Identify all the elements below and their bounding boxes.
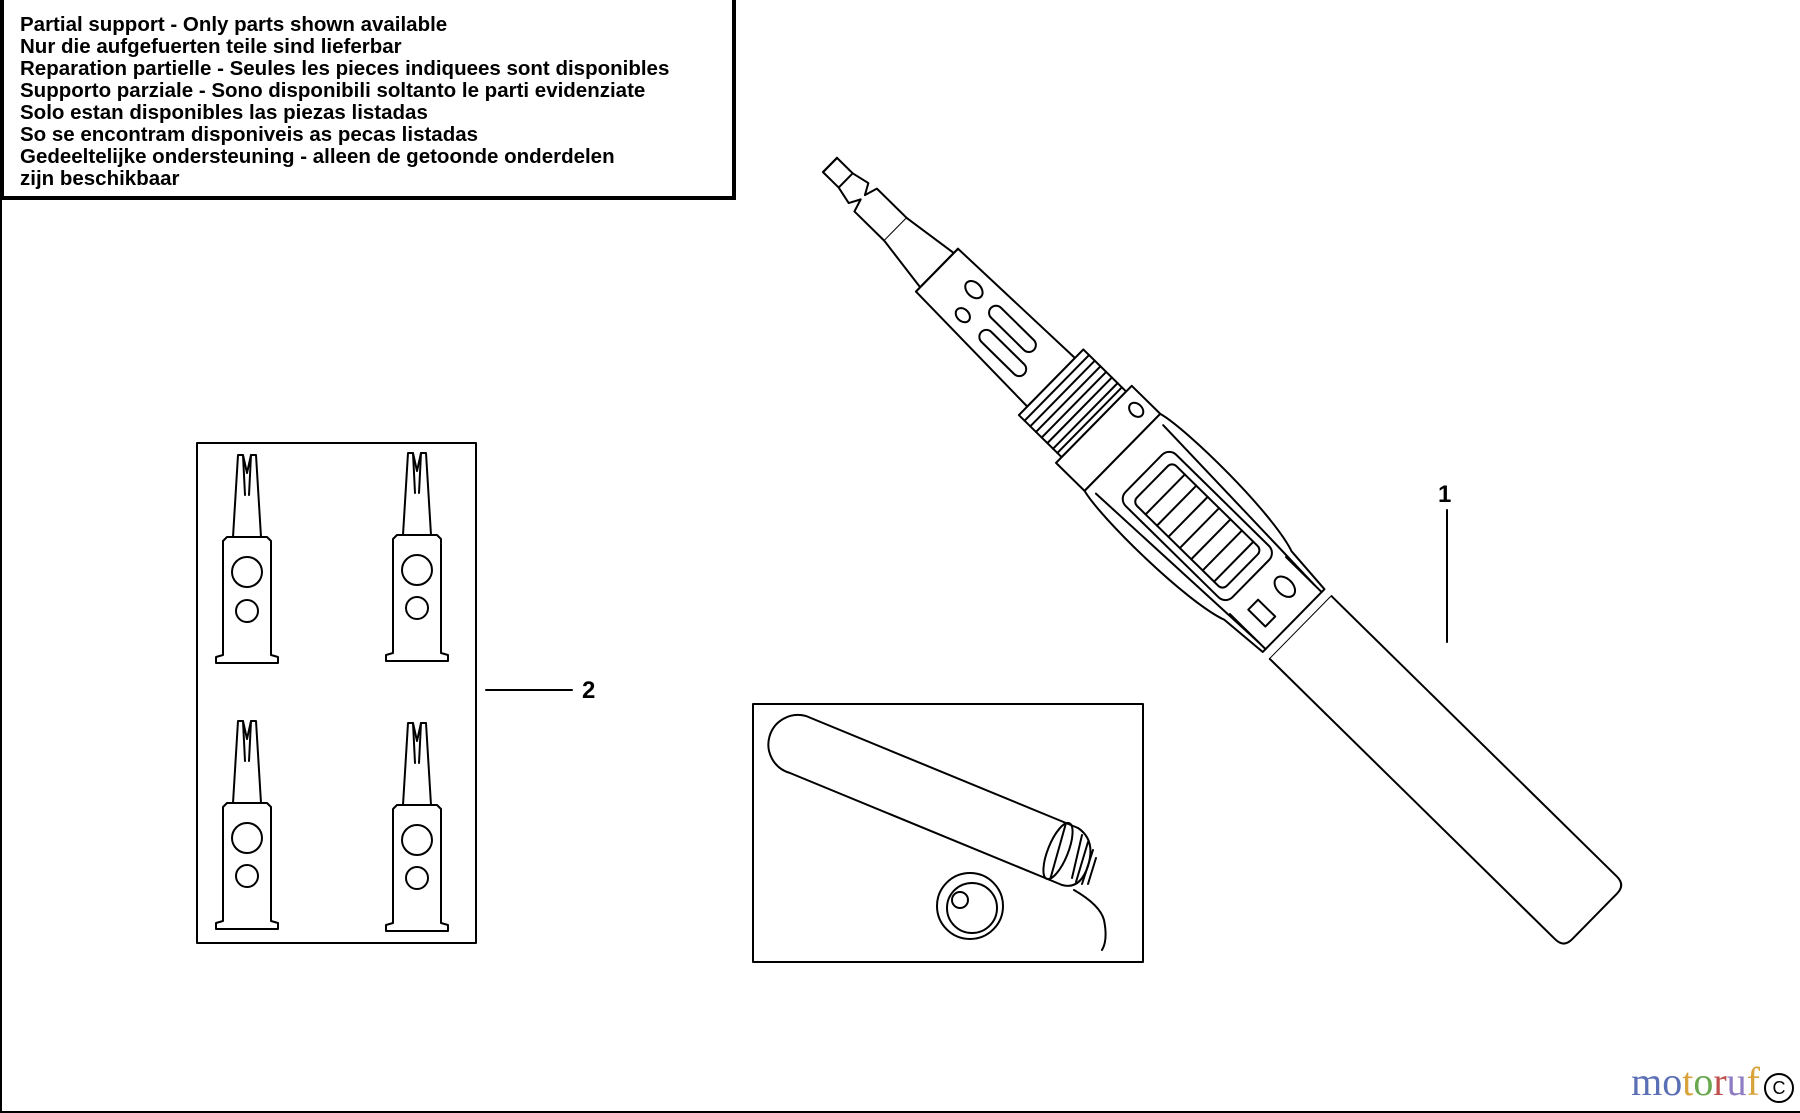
page-border-bottom <box>0 1111 1800 1113</box>
gas-cartridge-drawing <box>767 713 1107 951</box>
solder-tip-4 <box>385 722 449 932</box>
page-border-left <box>0 0 2 1113</box>
notice-line-it: Supporto parziale - Sono disponibili sol… <box>20 79 646 102</box>
cartridge-inset-frame <box>752 703 1144 963</box>
solder-tip-2 <box>385 452 449 662</box>
callout-part-1: 1 <box>1438 481 1452 508</box>
tips-set-frame <box>196 442 477 944</box>
watermark-letter: u <box>1726 1059 1747 1104</box>
notice-line-pt: So se encontram disponiveis as pecas lis… <box>20 123 479 146</box>
motoruf-watermark-logo: motoruf <box>1631 1058 1760 1105</box>
watermark-letter: f <box>1746 1059 1760 1104</box>
solder-tip-1 <box>215 454 279 664</box>
watermark-letter: o <box>1693 1059 1714 1104</box>
watermark-letter: m <box>1631 1059 1663 1104</box>
notice-line-nl-cont: zijn beschikbaar <box>20 167 180 190</box>
gas-soldering-iron <box>821 156 1623 945</box>
watermark-letter: t <box>1682 1059 1694 1104</box>
notice-line-nl: Gedeeltelijke ondersteuning - alleen de … <box>20 145 615 168</box>
notice-line-es: Solo estan disponibles las piezas listad… <box>20 101 428 124</box>
watermark-letter: r <box>1713 1059 1727 1104</box>
notice-line-de: Nur die aufgefuerten teile sind lieferba… <box>20 35 402 58</box>
callout-part-2: 2 <box>582 677 596 704</box>
copyright-mark: C <box>1764 1073 1794 1103</box>
notice-line-fr: Reparation partielle - Seules les pieces… <box>20 57 670 80</box>
notice-line-en: Partial support - Only parts shown avail… <box>20 13 448 36</box>
watermark-letter: o <box>1662 1059 1683 1104</box>
solder-tip-3 <box>215 720 279 930</box>
availability-notice-box: Partial support - Only parts shown avail… <box>2 0 736 200</box>
